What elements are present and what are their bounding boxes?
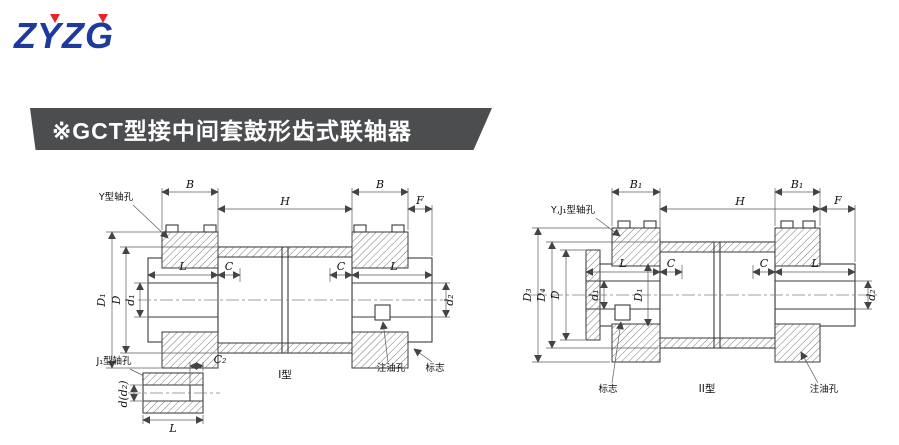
- dim-L-C-row: L C C L: [147, 260, 433, 282]
- callout-j1-hole: J₁型轴孔: [95, 355, 151, 380]
- dim-B-right: B: [351, 178, 409, 230]
- dim-d2: d₂: [432, 282, 456, 318]
- type-label-1: I型: [278, 368, 292, 381]
- j1-detail-view: C₂ L d(d₂): [117, 353, 226, 435]
- dim-label-D4: D₄: [535, 288, 548, 302]
- dim-label-B1: B₁: [629, 178, 643, 191]
- dim-label-d1: d₁: [124, 294, 137, 305]
- dim-label-d2: d₂: [443, 294, 456, 305]
- page-title: ※GCT型接中间套鼓形齿式联轴器: [52, 118, 412, 144]
- bolt-heads: [165, 224, 405, 233]
- dim-label-D1: D₁: [632, 288, 645, 302]
- dim-D: D: [110, 246, 217, 354]
- dim-label-C2: C₂: [214, 353, 227, 366]
- drawing-type-1: B H B F D₁: [95, 178, 456, 435]
- dim-F: F: [819, 194, 856, 262]
- dim-B1-left: B₁: [611, 178, 661, 240]
- callout-oil-hole: 注油孔: [377, 321, 406, 374]
- dim-label-dd2: d(d₂): [117, 380, 130, 407]
- label-mark: 标志: [425, 362, 444, 374]
- callout-y-hole: Y型轴孔: [98, 191, 169, 239]
- dim-D4: D₄: [535, 241, 658, 349]
- label-j1-hole: J₁型轴孔: [95, 355, 132, 367]
- dim-label-F: F: [833, 194, 842, 207]
- bore-lines: [148, 282, 432, 318]
- mark-square: [614, 304, 631, 321]
- dim-d1: d₁: [124, 282, 147, 318]
- type-label-2: II型: [699, 382, 716, 395]
- label-oil-hole: 注油孔: [377, 362, 406, 374]
- dim-H: H: [217, 188, 353, 245]
- dim-label-D1: D₁: [95, 293, 108, 307]
- logo-red-accent-icon: [98, 14, 108, 23]
- dim-F: F: [407, 194, 433, 256]
- gear-flange-left: [161, 231, 219, 369]
- dim-label-B: B: [185, 178, 194, 191]
- title-banner: ※GCT型接中间套鼓形齿式联轴器: [30, 108, 492, 150]
- dim-L-C-row: L C C L: [585, 257, 856, 279]
- gear-flange-right: [774, 227, 821, 363]
- dim-label-D3: D₃: [521, 288, 534, 302]
- dim-D1: D₁: [95, 231, 161, 369]
- dim-d1: d₁: [588, 280, 608, 310]
- label-oil-hole: 注油孔: [810, 383, 839, 395]
- drawing-type-2: B₁ H B₁ F D₃: [521, 178, 878, 395]
- bolt-heads: [617, 220, 816, 229]
- dim-label-C: C: [225, 260, 234, 273]
- dim-label-L: L: [810, 257, 818, 270]
- dim-D: D: [549, 249, 585, 341]
- dim-label-D: D: [110, 295, 123, 305]
- dim-B-left: B: [161, 178, 219, 245]
- dim-label-F: F: [415, 194, 424, 207]
- dim-label-L: L: [178, 260, 186, 273]
- label-y-hole: Y型轴孔: [98, 191, 134, 203]
- dim-label-D: D: [549, 290, 562, 300]
- logo: ZYZG: [14, 14, 144, 62]
- dim-label-L: L: [389, 260, 397, 273]
- dim-label-B: B: [375, 178, 384, 191]
- oil-hole-square: [374, 304, 391, 321]
- dim-d2: d₂: [855, 280, 878, 310]
- dim-label-H: H: [734, 195, 745, 208]
- dim-B1-right: B₁: [774, 178, 821, 226]
- callout-oil-hole: 注油孔: [800, 351, 839, 395]
- dim-label-C: C: [337, 260, 346, 273]
- dim-H: H: [659, 188, 821, 226]
- callout-yj1-hole: Y,J₁型轴孔: [550, 204, 621, 237]
- gear-flange-right: [351, 231, 409, 369]
- dim-label-L: L: [168, 422, 176, 435]
- label-yj1-hole: Y,J₁型轴孔: [550, 204, 595, 216]
- logo-text: ZYZG: [14, 15, 114, 56]
- label-mark: 标志: [598, 383, 617, 395]
- dim-label-H: H: [279, 195, 290, 208]
- dim-label-L: L: [618, 257, 626, 270]
- dim-label-B1: B₁: [790, 178, 804, 191]
- callout-mark: 标志: [413, 348, 445, 374]
- callout-mark: 标志: [598, 321, 624, 395]
- dim-label-C: C: [667, 257, 676, 270]
- dim-label-d1: d₁: [588, 289, 601, 300]
- logo-red-accent-icon: [50, 14, 60, 23]
- dim-D3: D₃: [521, 227, 610, 363]
- dim-label-d2: d₂: [865, 289, 878, 300]
- dim-label-C: C: [760, 257, 769, 270]
